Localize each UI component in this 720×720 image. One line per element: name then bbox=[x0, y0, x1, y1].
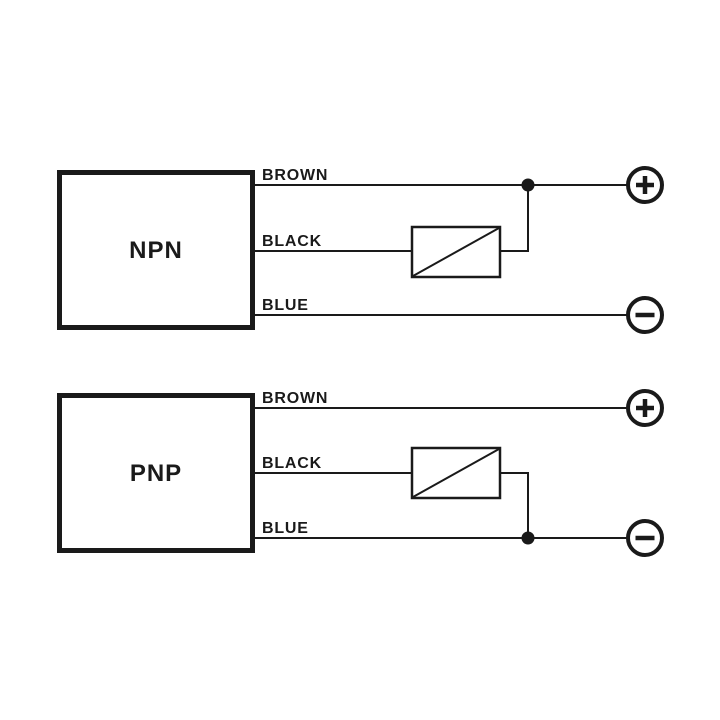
npn-blue-wire-label: BLUE bbox=[262, 297, 309, 314]
npn-plus-sign bbox=[636, 176, 654, 194]
pnp-plus-sign bbox=[636, 399, 654, 417]
npn-plus-terminal-icon bbox=[626, 166, 664, 204]
npn-load-diagonal bbox=[412, 227, 500, 277]
pnp-load-diagonal bbox=[412, 448, 500, 498]
pnp-diagram: PNP BROWN BLACK BLUE bbox=[57, 389, 664, 557]
pnp-minus-terminal-icon bbox=[626, 519, 664, 557]
npn-load-symbol-icon bbox=[410, 225, 502, 279]
npn-sensor-box bbox=[57, 170, 255, 330]
npn-black-wire-label: BLACK bbox=[262, 233, 322, 250]
pnp-blue-wire-label: BLUE bbox=[262, 520, 309, 537]
pnp-plus-terminal-icon bbox=[626, 389, 664, 427]
pnp-brown-wire-label: BROWN bbox=[262, 390, 328, 407]
pnp-black-wire-label: BLACK bbox=[262, 455, 322, 472]
npn-load-connector-wire bbox=[500, 185, 529, 252]
pnp-sensor-box bbox=[57, 393, 255, 553]
npn-brown-wire-label: BROWN bbox=[262, 167, 328, 184]
npn-diagram: NPN BROWN BLACK BLUE bbox=[57, 166, 664, 334]
npn-minus-terminal-icon bbox=[626, 296, 664, 334]
npn-junction-dot-icon bbox=[521, 178, 535, 192]
npn-sensor-label: NPN bbox=[129, 237, 183, 264]
pnp-load-symbol-icon bbox=[410, 446, 502, 500]
pnp-sensor-label: PNP bbox=[130, 460, 182, 487]
pnp-load-connector-wire bbox=[500, 472, 529, 538]
